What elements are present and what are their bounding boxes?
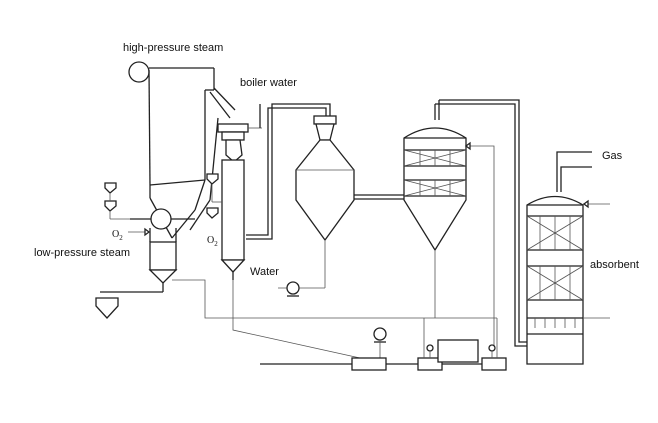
absorber-tower <box>526 195 584 365</box>
label-low-pressure-steam: low-pressure steam <box>34 247 130 259</box>
ash-hopper <box>95 297 119 319</box>
hopper-small-2 <box>104 200 117 212</box>
scrubber-tower <box>403 127 467 252</box>
o2-label-right: O2 <box>207 235 218 248</box>
tank-1 <box>351 357 387 371</box>
label-high-pressure-steam: high-pressure steam <box>123 42 223 54</box>
hopper-small-4 <box>206 207 219 219</box>
hopper-small-3 <box>206 173 219 185</box>
control-box <box>437 339 479 363</box>
o2-label-left: O2 <box>112 229 123 242</box>
label-gas: Gas <box>602 150 623 162</box>
label-water: Water <box>250 266 279 278</box>
label-absorbent: absorbent <box>590 259 639 271</box>
steam-drum <box>128 61 150 83</box>
conical-vessel <box>295 115 355 242</box>
low-pressure-separator <box>100 228 178 293</box>
label-boiler-water: boiler water <box>240 77 297 89</box>
hopper-small-1 <box>104 182 117 194</box>
water-pump <box>286 281 300 297</box>
mixing-drum <box>150 208 172 230</box>
boiler <box>128 61 236 239</box>
circulation-pump <box>373 327 387 358</box>
cyclone-column <box>217 123 262 280</box>
tank-3 <box>481 357 507 371</box>
